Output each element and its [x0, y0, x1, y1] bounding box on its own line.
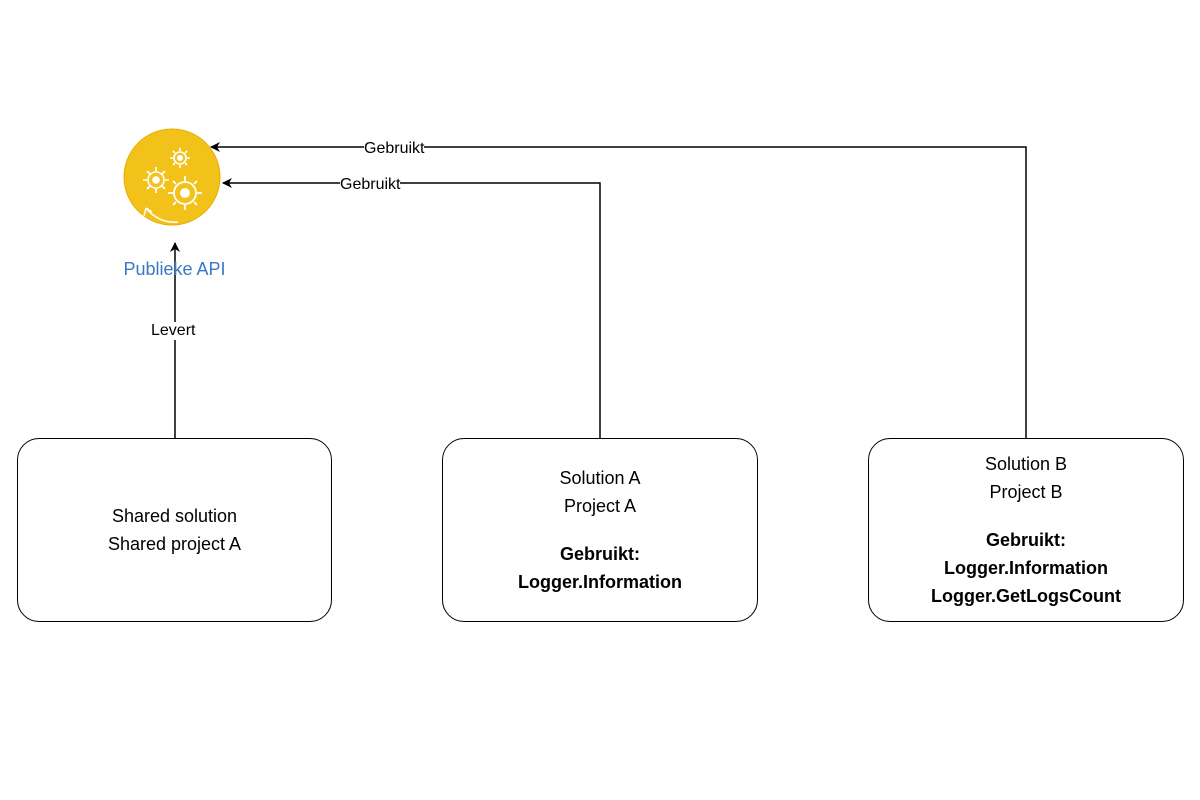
edge-label-levert: Levert	[151, 322, 196, 340]
solution-b-box: Solution B Project B Gebruikt: Logger.In…	[868, 438, 1184, 622]
solution-a-uses-title: Gebruikt:	[559, 544, 640, 564]
solution-b-uses-title: Gebruikt:	[985, 530, 1066, 550]
edge-solution-a-to-api	[222, 178, 601, 438]
edge-label-gebruikt-a: Gebruikt	[340, 176, 401, 194]
gears-icon	[123, 128, 221, 226]
solution-b-title: Solution B	[984, 454, 1068, 474]
solution-a-title: Solution A	[559, 468, 641, 488]
solution-b-use-item: Logger.Information	[944, 558, 1108, 578]
solution-a-box: Solution A Project A Gebruikt: Logger.In…	[442, 438, 758, 622]
edge-solution-b-to-api	[210, 142, 1027, 438]
shared-solution-title: Shared solution	[111, 506, 238, 526]
solution-b-use-item: Logger.GetLogsCount	[931, 586, 1121, 606]
solution-a-use-item: Logger.Information	[518, 572, 682, 592]
api-label: Publieke API	[123, 259, 226, 279]
shared-solution-box: Shared solution Shared project A	[17, 438, 332, 622]
shared-project-title: Shared project A	[107, 534, 242, 554]
edge-label-gebruikt-b: Gebruikt	[364, 140, 425, 158]
project-b-title: Project B	[989, 482, 1063, 502]
project-a-title: Project A	[563, 496, 637, 516]
